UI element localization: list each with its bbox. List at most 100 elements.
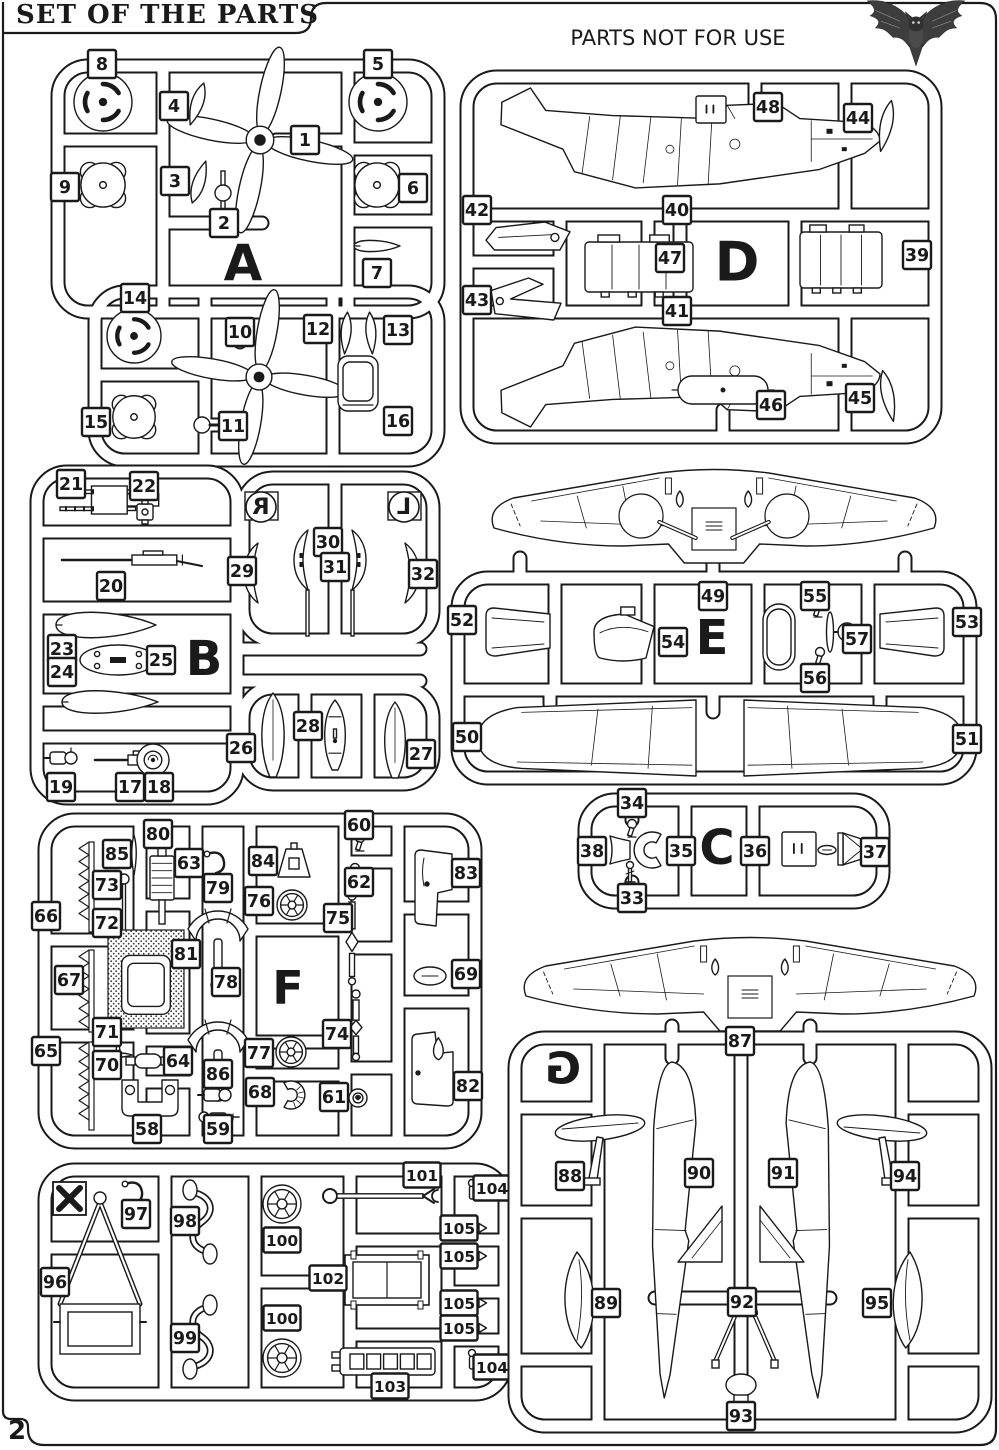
svg-text:24: 24 — [50, 663, 74, 683]
part-ladder — [331, 1347, 436, 1376]
part-radiator — [485, 607, 551, 657]
part-fin — [677, 1205, 723, 1263]
part-label-40: 40 — [661, 194, 693, 226]
svg-text:43: 43 — [465, 291, 489, 311]
part-blade — [190, 160, 207, 204]
svg-text:102: 102 — [312, 1270, 344, 1288]
part-crescent — [633, 831, 662, 869]
part-label-56: 56 — [799, 662, 831, 694]
part-label-55: 55 — [799, 580, 831, 612]
part-label-101: 101 — [402, 1161, 442, 1189]
svg-text:84: 84 — [251, 852, 275, 872]
part-label-62: 62 — [343, 866, 375, 898]
svg-text:44: 44 — [846, 109, 870, 129]
part-label-17: 17 — [114, 771, 146, 803]
part-trolley — [344, 1250, 430, 1310]
part-label-105: 105 — [439, 1289, 479, 1317]
svg-text:17: 17 — [118, 778, 142, 798]
svg-text:52: 52 — [450, 611, 474, 631]
svg-text:77: 77 — [247, 1044, 271, 1064]
part-label-90: 90 — [683, 1157, 715, 1189]
svg-text:13: 13 — [386, 321, 410, 341]
svg-text:68: 68 — [248, 1083, 272, 1103]
part-ubracket — [121, 1079, 179, 1117]
svg-text:53: 53 — [955, 613, 979, 633]
sprue-letter-A: A — [224, 234, 263, 292]
part-label-95: 95 — [861, 1287, 893, 1319]
svg-text:76: 76 — [247, 892, 271, 912]
svg-text:96: 96 — [43, 1273, 67, 1293]
svg-text:60: 60 — [347, 816, 371, 836]
svg-text:30: 30 — [316, 533, 340, 553]
svg-text:11: 11 — [221, 417, 245, 437]
svg-text:7: 7 — [371, 264, 383, 284]
part-engineblock — [149, 846, 175, 925]
part-label-104: 104 — [472, 1174, 512, 1202]
owl-logo — [866, 0, 966, 67]
part-label-52: 52 — [446, 604, 478, 636]
part-floatSmall — [564, 1251, 595, 1349]
parts-not-for-use-note: PARTS NOT FOR USE — [570, 26, 786, 50]
svg-text:105: 105 — [443, 1295, 475, 1313]
part-label-19: 19 — [45, 771, 77, 803]
svg-text:35: 35 — [669, 842, 693, 862]
part-label-102: 102 — [308, 1264, 348, 1292]
part-bombH — [61, 690, 159, 714]
part-wingHalf — [743, 699, 963, 777]
part-tinyfig2 — [624, 860, 636, 883]
part-bombH — [353, 239, 401, 253]
part-blade — [365, 311, 377, 355]
part-label-60: 60 — [343, 809, 375, 841]
part-label-98: 98 — [169, 1205, 201, 1237]
svg-text:93: 93 — [729, 1407, 753, 1427]
part-bombV — [261, 692, 285, 778]
part-label-38: 38 — [576, 835, 608, 867]
sprue-letter-C: C — [699, 820, 734, 876]
part-label-8: 8 — [86, 48, 118, 80]
part-label-103: 103 — [370, 1372, 410, 1400]
svg-text:69: 69 — [454, 965, 478, 985]
part-pin — [478, 1222, 488, 1234]
part-label-47: 47 — [654, 242, 686, 274]
part-cowlflap — [351, 529, 367, 591]
part-label-79: 79 — [202, 872, 234, 904]
part-cowl — [593, 606, 655, 662]
part-wingTop — [491, 468, 937, 564]
part-label-27: 27 — [405, 738, 437, 770]
svg-text:6: 6 — [407, 179, 419, 199]
part-wheel — [262, 1338, 302, 1378]
svg-text:97: 97 — [124, 1205, 148, 1225]
svg-text:42: 42 — [465, 201, 489, 221]
part-label-88: 88 — [554, 1160, 586, 1192]
part-label-100: 100 — [262, 1304, 302, 1332]
part-label-39: 39 — [901, 239, 933, 271]
sprue-letter-E: E — [696, 610, 729, 666]
part-label-28: 28 — [292, 710, 324, 742]
part-spinnerF — [73, 72, 133, 132]
svg-text:28: 28 — [296, 717, 320, 737]
svg-text:64: 64 — [166, 1052, 190, 1072]
part-axle — [214, 170, 232, 216]
part-label-7: 7 — [361, 257, 393, 289]
svg-text:90: 90 — [687, 1164, 711, 1184]
part-label-81: 81 — [170, 938, 202, 970]
svg-text:57: 57 — [845, 630, 869, 650]
svg-text:105: 105 — [443, 1220, 475, 1238]
part-label-20: 20 — [95, 570, 127, 602]
part-label-70: 70 — [91, 1049, 123, 1081]
svg-text:26: 26 — [229, 739, 253, 759]
part-ovalsm — [413, 966, 447, 986]
sprue-letter-B: B — [186, 631, 223, 687]
part-label-85: 85 — [101, 838, 133, 870]
svg-text:48: 48 — [756, 98, 780, 118]
part-label-22: 22 — [128, 470, 160, 502]
part-drum — [136, 743, 170, 777]
part-lobed — [79, 161, 127, 209]
part-pin — [478, 1297, 488, 1309]
